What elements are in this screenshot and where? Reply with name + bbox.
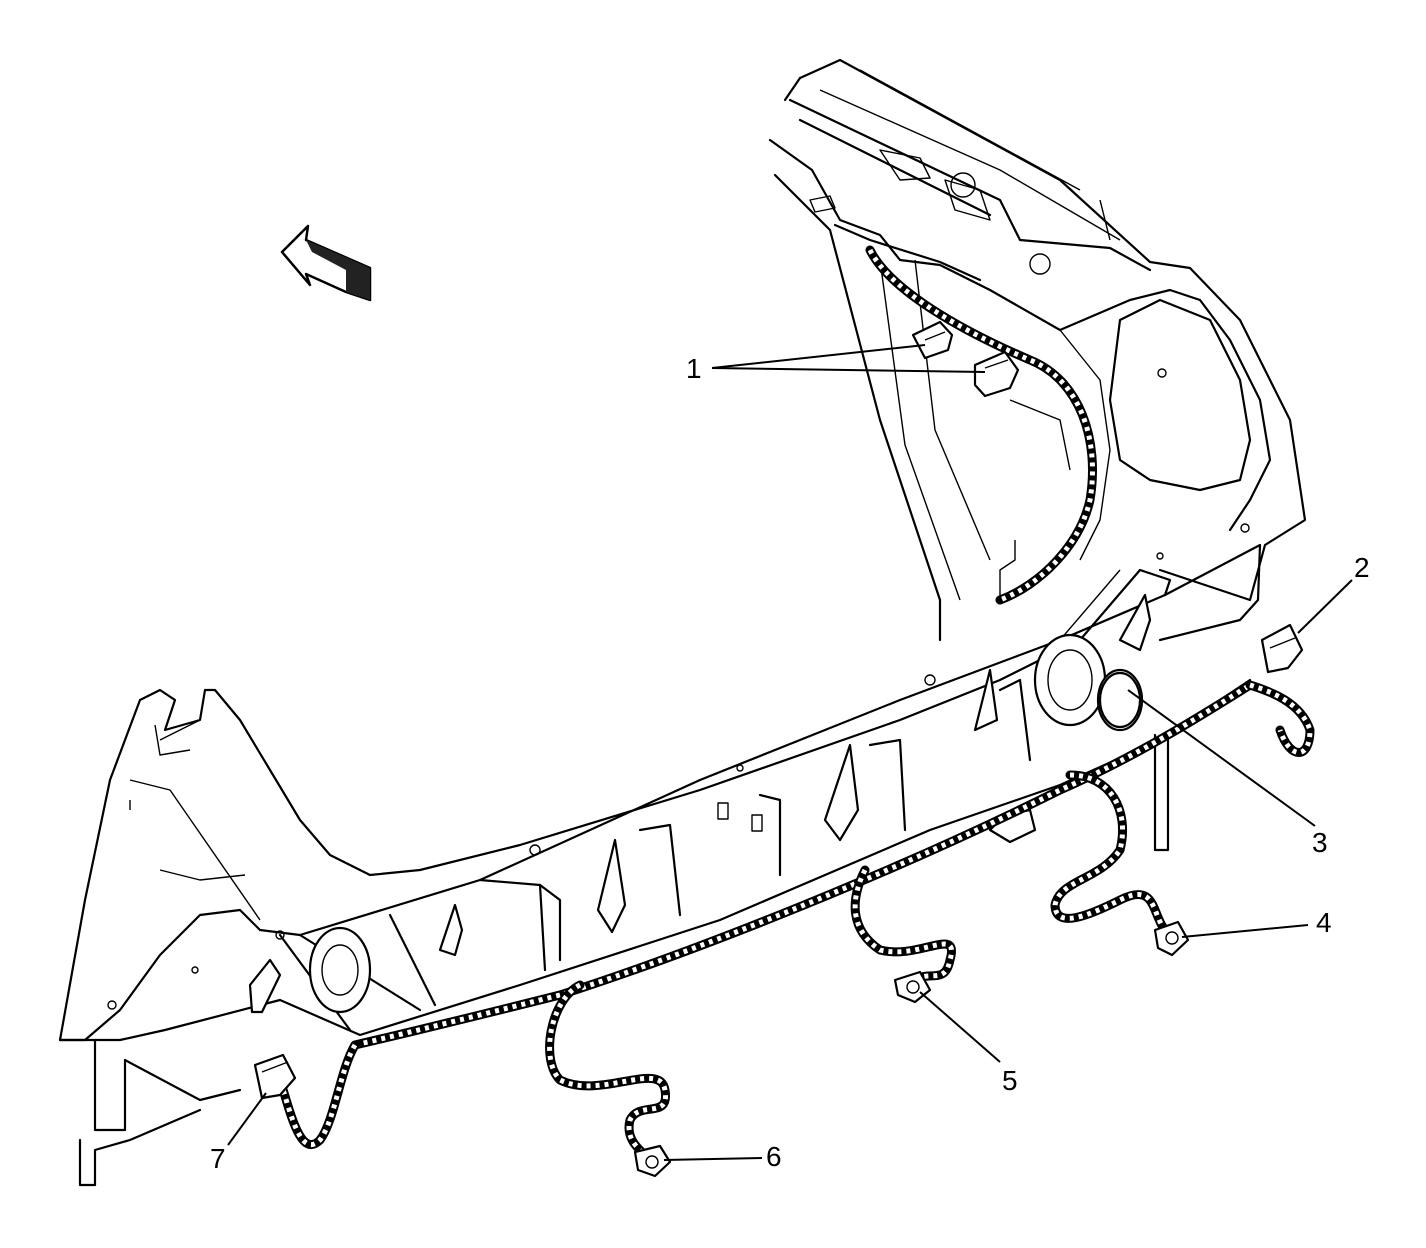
callout-3: 3	[1312, 827, 1328, 858]
callout-labels: 1 2 3 4 5 6 7	[210, 353, 1370, 1174]
rear-panel-structure	[58, 543, 1262, 1187]
trunk-lid-harness	[865, 245, 1097, 605]
callout-1: 1	[686, 353, 702, 384]
callout-5: 5	[1002, 1065, 1018, 1096]
leader-lines	[227, 344, 1353, 1161]
bulb-socket-4	[1153, 920, 1190, 957]
connector-7	[253, 1053, 297, 1100]
callout-7: 7	[210, 1143, 226, 1174]
connector-2	[1260, 623, 1304, 674]
callout-4: 4	[1316, 907, 1332, 938]
grommet-3	[1098, 671, 1142, 729]
connector-1a	[911, 320, 954, 360]
bulb-socket-6	[633, 1144, 672, 1178]
bulb-socket-5	[893, 970, 932, 1004]
main-harness	[275, 680, 1315, 1165]
front-direction-arrow-icon	[280, 224, 372, 302]
connector-1b	[973, 350, 1020, 398]
upper-body-structure	[768, 58, 1307, 642]
callout-6: 6	[766, 1141, 782, 1172]
callout-2: 2	[1354, 552, 1370, 583]
